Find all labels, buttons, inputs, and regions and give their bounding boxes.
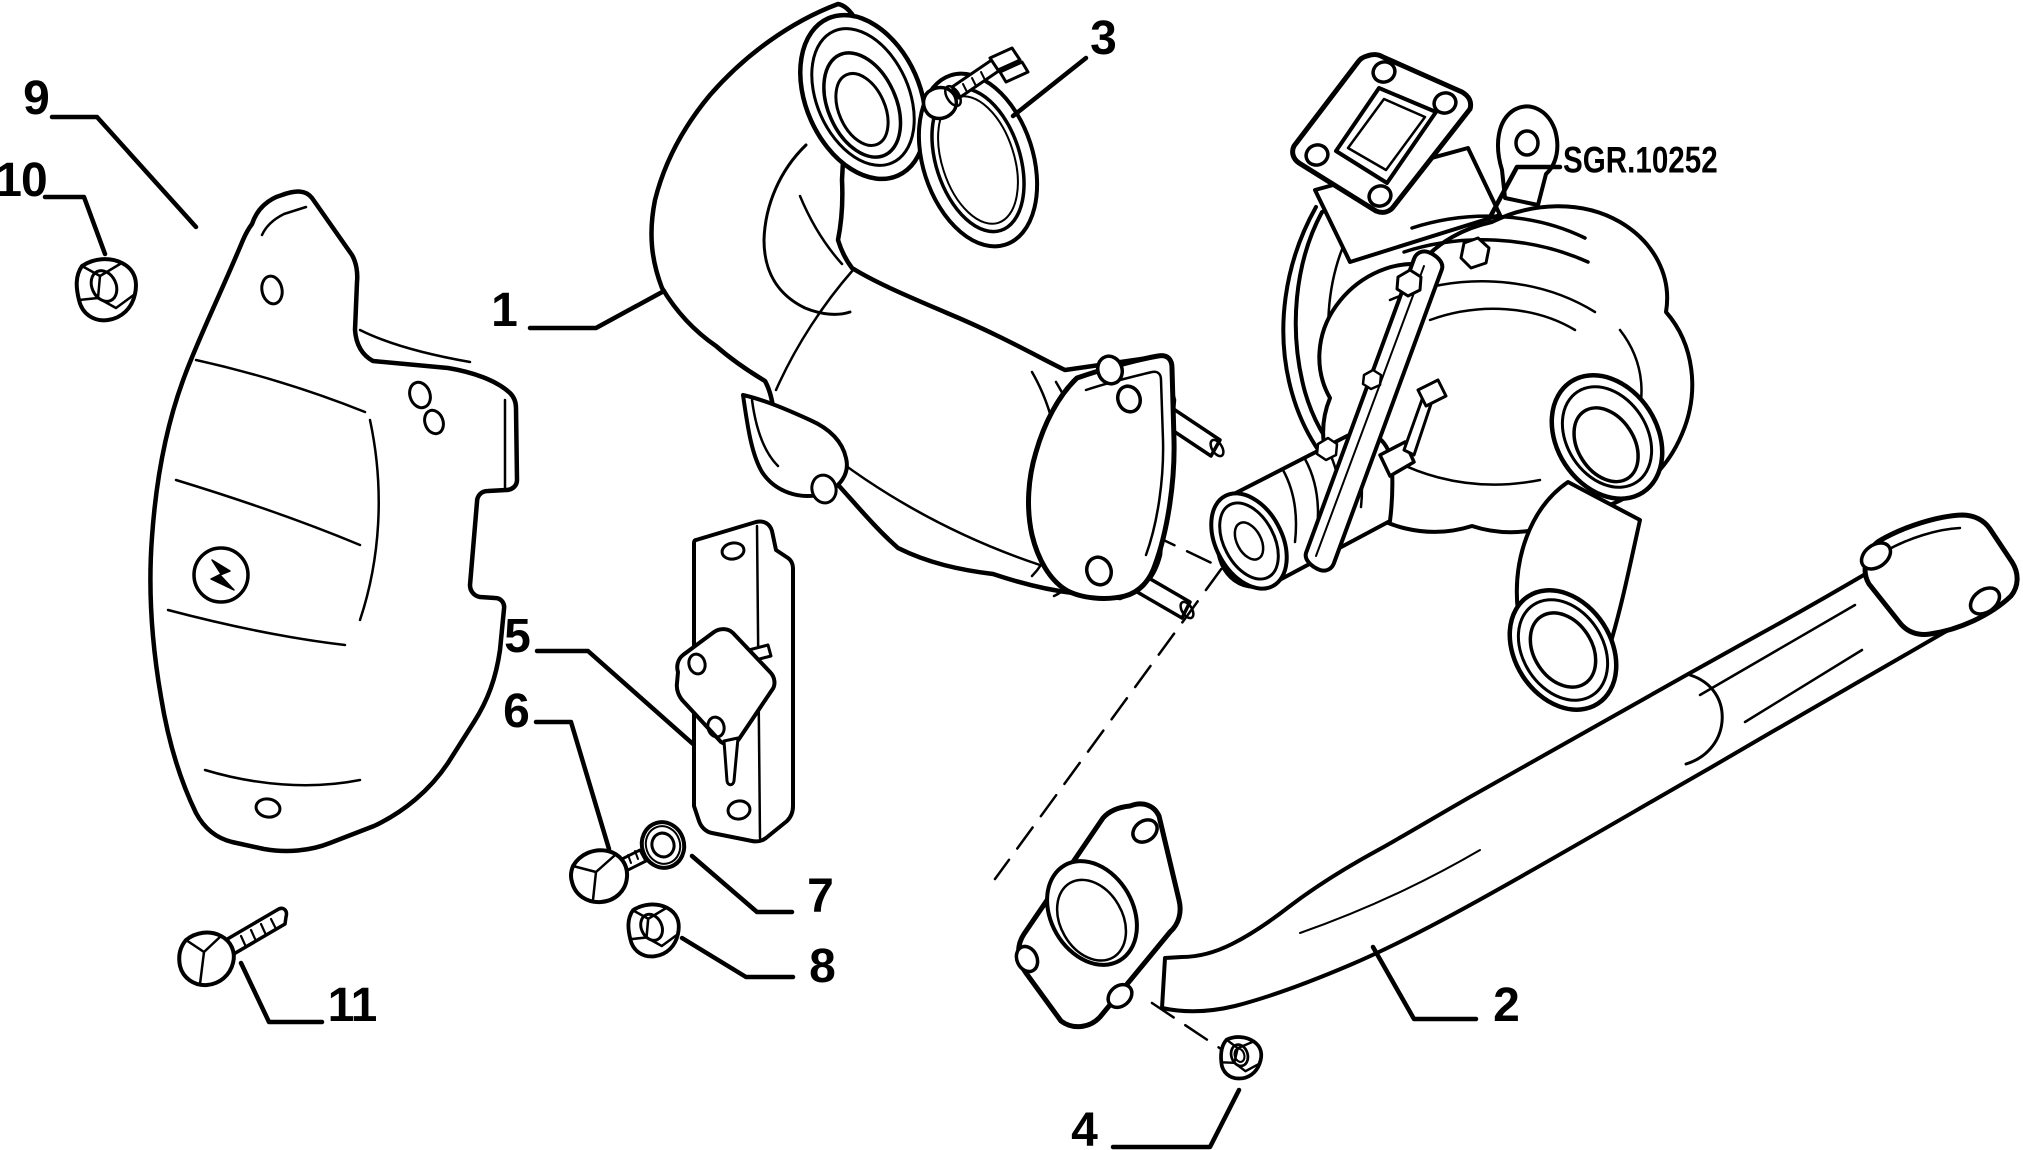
support-bracket-5-drawing [674, 519, 795, 844]
callout-label-11: 11 [327, 979, 378, 1032]
nut-8-drawing [626, 902, 681, 959]
callout-label-2: 2 [1493, 979, 1520, 1032]
heat-shield-bracket-drawing [148, 189, 520, 854]
bolt-6-drawing [568, 848, 648, 905]
callout-label-5: 5 [504, 610, 531, 663]
callout-label-9: 9 [23, 72, 50, 125]
callout-label-6: 6 [503, 685, 530, 738]
callout-label-10: 10 [0, 154, 48, 207]
group-reference-label: SGR.10252 [1563, 139, 1718, 181]
callout-label-3: 3 [1090, 12, 1117, 65]
callout-label-7: 7 [807, 870, 834, 923]
turbocharger-drawing [1209, 52, 1695, 712]
callout-label-8: 8 [809, 940, 836, 993]
callout-label-4: 4 [1071, 1104, 1098, 1150]
front-exhaust-pipe-drawing [1014, 512, 2020, 1030]
catalytic-converter-drawing [649, 1, 1225, 620]
nut-4-drawing [1219, 1035, 1264, 1081]
assembly-axis-dashed-lines [993, 532, 1229, 1055]
callout-label-1: 1 [491, 284, 518, 337]
flange-nut-10-drawing [74, 257, 138, 323]
callout-leader-lines [42, 55, 1563, 1150]
bolt-11-drawing [177, 906, 289, 988]
v-band-clamp-drawing [916, 46, 1040, 249]
washer-7-drawing [639, 820, 687, 870]
